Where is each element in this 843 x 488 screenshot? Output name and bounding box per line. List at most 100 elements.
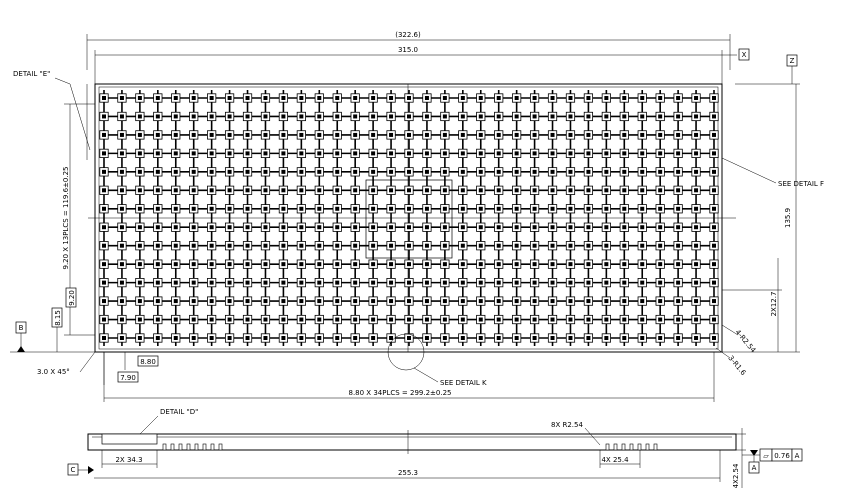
pocket-center [317, 243, 322, 248]
pocket-center [407, 96, 411, 100]
pocket-center [568, 336, 573, 340]
datum-x-label: X [742, 51, 747, 59]
pocket-center [586, 114, 591, 119]
pocket-center [263, 114, 268, 119]
pocket-center [389, 169, 394, 174]
pocket-center [281, 336, 286, 340]
pocket-center [604, 206, 609, 211]
dim-overall-width: (322.6) [86, 31, 731, 70]
pocket-center [658, 336, 663, 340]
pocket-center [137, 225, 142, 230]
pocket-center [317, 317, 322, 322]
pocket-center [119, 206, 124, 211]
pocket-center [371, 262, 376, 267]
pocket-center [389, 299, 394, 304]
pocket-center [568, 299, 573, 304]
dim-255-3: 255.3 [94, 450, 721, 482]
radius-8x-r2-54-callout: 8X R2.54 [551, 421, 601, 446]
pocket-center [604, 243, 609, 248]
see-detail-k-callout: SEE DETAIL K [387, 333, 487, 387]
pocket-center [191, 299, 196, 304]
pocket-center [102, 262, 106, 267]
pocket-center [263, 336, 268, 340]
pocket-center [281, 225, 286, 230]
pocket-center [586, 206, 591, 211]
pocket-center [299, 132, 304, 137]
pocket-center [317, 206, 322, 211]
pocket-center [478, 299, 483, 304]
pocket-center [371, 132, 376, 137]
pocket-center [209, 132, 214, 137]
pocket-center [514, 225, 519, 230]
pocket-center [389, 132, 394, 137]
pocket-center [191, 114, 196, 119]
see-detail-f-callout: SEE DETAIL F [721, 157, 824, 188]
pocket-center [371, 96, 376, 100]
pocket-center [622, 132, 627, 137]
pocket-center [281, 151, 286, 156]
pocket-center [245, 114, 250, 119]
radius-4-r2-54-label: 4-R2.54 [733, 328, 757, 355]
side-tooth [170, 443, 175, 451]
pocket-center [496, 114, 501, 119]
pocket-center [460, 96, 465, 100]
pocket-center [640, 262, 645, 267]
pocket-center [442, 243, 447, 248]
pocket-center [676, 262, 681, 267]
pocket-center [335, 299, 340, 304]
pocket-center [442, 96, 447, 100]
pocket-center [586, 299, 591, 304]
pocket-center [227, 132, 232, 137]
pocket-center [173, 243, 178, 248]
pocket-center [155, 280, 160, 285]
radius-3-r1-6-label: 3-R1.6 [726, 354, 747, 377]
pocket-center [676, 317, 681, 322]
pocket-center [694, 169, 699, 174]
pocket-center [245, 336, 250, 340]
side-tooth [621, 443, 626, 451]
pocket-center [640, 336, 645, 340]
pocket-center [245, 132, 250, 137]
pocket-center [209, 188, 214, 193]
pocket-center [119, 280, 124, 285]
dim-horizontal-pitch: 8.80 X 34PLCS = 299.2±0.25 [103, 352, 715, 402]
dim-8-80: 8.80 [124, 352, 159, 370]
pocket-center [658, 243, 663, 248]
pocket-center [102, 280, 106, 285]
pocket-center [424, 280, 429, 285]
pocket-center [550, 188, 555, 193]
pocket-center [550, 151, 555, 156]
pocket-center [227, 206, 232, 211]
pocket-center [227, 114, 232, 119]
pocket-center [604, 96, 609, 100]
pocket-center [424, 151, 429, 156]
pocket-center [155, 188, 160, 193]
pocket-center [119, 96, 124, 100]
pocket-center [604, 336, 609, 340]
pocket-center [658, 114, 663, 119]
pocket-center [263, 132, 268, 137]
pocket-center [568, 188, 573, 193]
pocket-center [371, 151, 376, 156]
pocket-center [137, 169, 142, 174]
pocket-center [478, 96, 483, 100]
pocket-center [676, 243, 681, 248]
pocket-center [568, 114, 573, 119]
pocket-center [407, 132, 411, 137]
pocket-center [586, 188, 591, 193]
pocket-center [227, 243, 232, 248]
pocket-center [712, 188, 716, 193]
pocket-center [586, 225, 591, 230]
pocket-center [424, 299, 429, 304]
dim-height-135-9: 135.9 [722, 84, 800, 353]
pocket-center [640, 151, 645, 156]
pocket-center [550, 317, 555, 322]
pocket-center [155, 262, 160, 267]
pocket-center [371, 280, 376, 285]
pocket-center [496, 169, 501, 174]
pocket-center [604, 280, 609, 285]
pocket-center [245, 280, 250, 285]
flatness-callout: ▱ 0.76 A [742, 448, 803, 462]
pocket-center [712, 243, 716, 248]
pocket-center [532, 132, 537, 137]
